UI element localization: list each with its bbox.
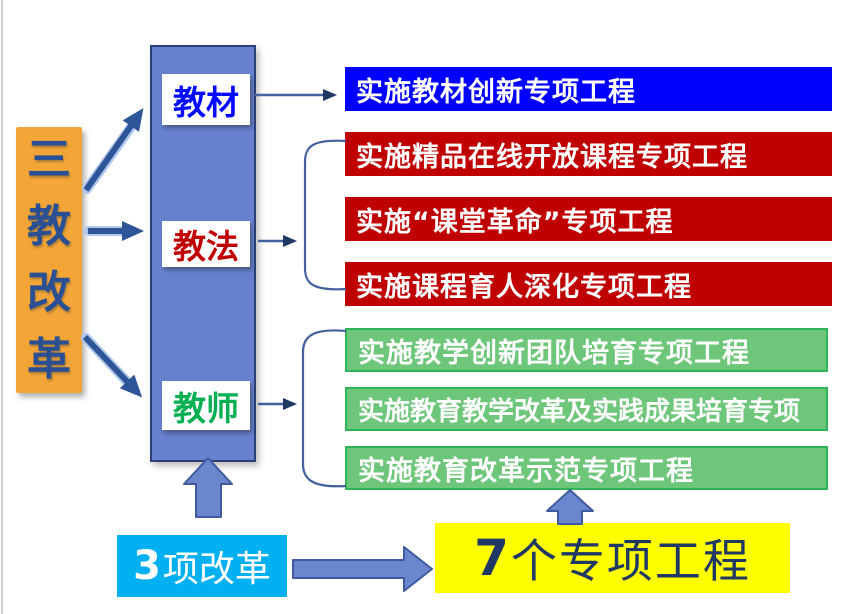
projects-count: 7 xyxy=(474,529,509,587)
up-arrow-reforms-to-column xyxy=(183,457,233,518)
project-bar-reform-achievements: 实施教育教学改革及实践成果培育专项 xyxy=(345,387,828,431)
title-char-1: 三 xyxy=(27,134,71,186)
three-reforms-summary-box: 3 项改革 xyxy=(117,535,287,597)
arrow-title-to-material xyxy=(83,108,144,192)
title-char-3: 改 xyxy=(27,267,71,319)
title-char-4: 革 xyxy=(27,333,71,385)
label-teaching-method: 教法 xyxy=(162,221,250,267)
project-bar-material-innovation: 实施教材创新专项工程 xyxy=(345,67,832,111)
seven-projects-summary-box: 7 个专项工程 xyxy=(435,523,790,593)
project-bar-online-courses: 实施精品在线开放课程专项工程 xyxy=(345,132,832,176)
bracket-green-projects xyxy=(301,329,347,488)
bracket-red-projects xyxy=(303,139,347,291)
right-arrow-reforms-to-projects xyxy=(292,546,433,592)
projects-count-label: 个专项工程 xyxy=(510,534,751,588)
label-teaching-material: 教材 xyxy=(162,74,250,125)
project-bar-teaching-team: 实施教学创新团队培育专项工程 xyxy=(345,328,828,372)
title-char-2: 教 xyxy=(27,200,71,252)
label-teacher: 教师 xyxy=(162,381,250,430)
arrow-title-to-teacher xyxy=(82,334,143,398)
slide-left-edge xyxy=(1,0,3,614)
thick-arrow-glow xyxy=(81,115,141,394)
reforms-count: 3 xyxy=(133,543,161,589)
project-bar-classroom-revolution: 实施“课堂革命”专项工程 xyxy=(345,197,832,241)
project-bar-course-education: 实施课程育人深化专项工程 xyxy=(345,262,832,306)
three-reforms-title-box: 三 教 改 革 xyxy=(16,127,82,393)
up-arrow-projects-to-bar xyxy=(546,489,594,525)
reforms-count-label: 项改革 xyxy=(162,549,271,590)
project-bar-reform-demonstration: 实施教育改革示范专项工程 xyxy=(345,446,828,490)
